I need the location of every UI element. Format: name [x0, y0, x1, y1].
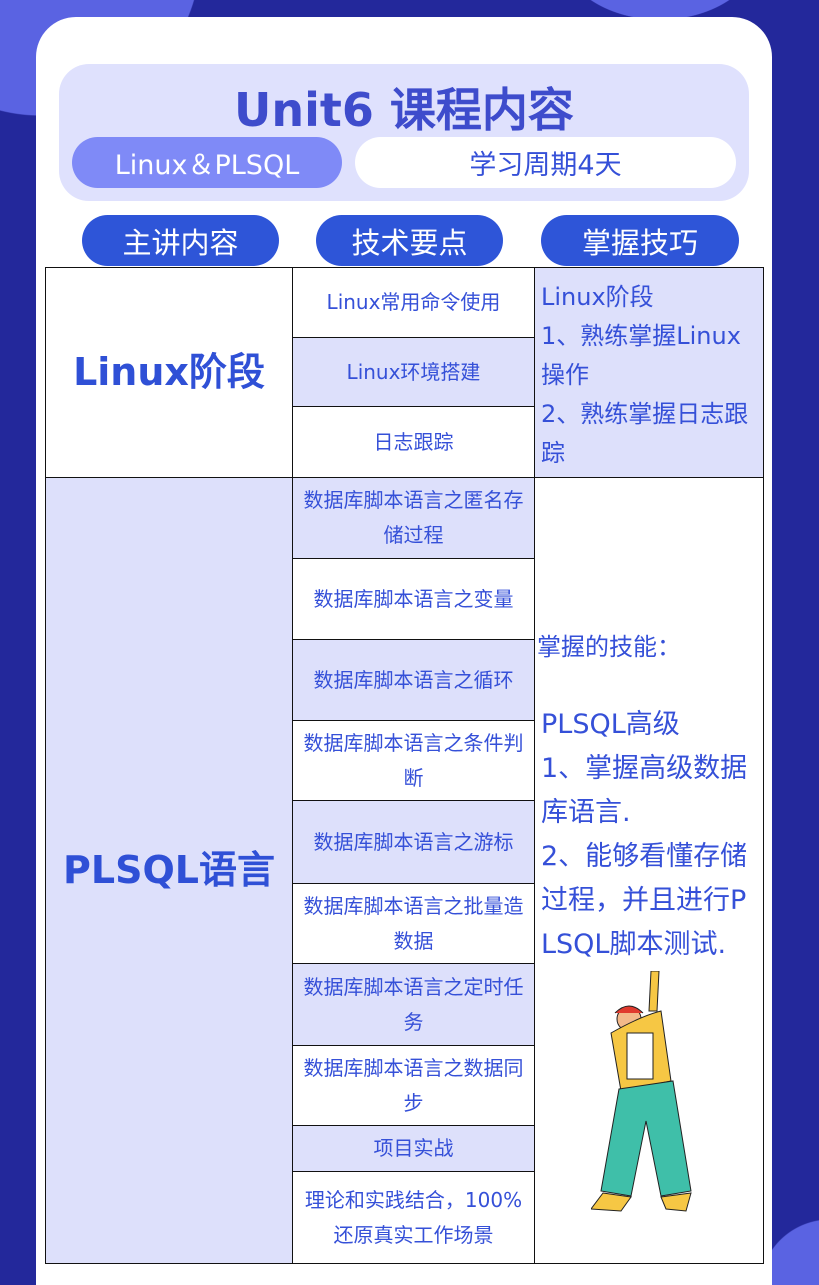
skills-linux: Linux阶段 1、熟练掌握Linux操作 2、熟练掌握日志跟踪 — [534, 267, 764, 478]
column-header-points: 技术要点 — [316, 215, 503, 266]
table-row: 数据库脚本语言之定时任务 — [46, 963, 764, 1046]
point-cell: 数据库脚本语言之批量造数据 — [292, 883, 535, 964]
point-cell: 数据库脚本语言之匿名存储过程 — [292, 477, 535, 559]
point-cell: 项目实战 — [292, 1125, 535, 1172]
column-header-content: 主讲内容 — [82, 215, 279, 266]
point-cell: 数据库脚本语言之条件判断 — [292, 720, 535, 801]
point-cell: 数据库脚本语言之定时任务 — [292, 963, 535, 1046]
table-row: 数据库脚本语言之条件判断 — [46, 720, 764, 801]
table-row: 数据库脚本语言之游标 — [46, 800, 764, 884]
skill-line: 1、熟练掌握Linux操作 — [541, 322, 741, 389]
section-plsql: PLSQL语言 — [45, 477, 293, 1264]
table-row: 项目实战 — [46, 1125, 764, 1172]
point-cell: 理论和实践结合，100%还原真实工作场景 — [292, 1171, 535, 1264]
duration-badge: 学习周期4天 — [355, 137, 736, 188]
table-row: Linux阶段 Linux常用命令使用 Linux阶段 1、熟练掌握Linux操… — [45, 267, 764, 478]
table-row: 日志跟踪 — [46, 406, 764, 478]
table-row: Linux环境搭建 — [46, 337, 764, 407]
person-illustration — [591, 971, 692, 1212]
point-cell: 日志跟踪 — [292, 406, 535, 478]
skill-line: 1、掌握高级数据库语言. — [541, 753, 748, 828]
skill-intro: 掌握的技能： — [537, 633, 681, 661]
table-row: PLSQL语言 数据库脚本语言之匿名存储过程 掌握的技能： PLSQL高级 1、… — [45, 477, 764, 1264]
column-header-skills: 掌握技巧 — [541, 215, 739, 266]
point-cell: 数据库脚本语言之游标 — [292, 800, 535, 884]
point-cell: Linux环境搭建 — [292, 337, 535, 407]
skill-line: 2、熟练掌握日志跟踪 — [541, 400, 749, 467]
point-cell: 数据库脚本语言之变量 — [292, 558, 535, 640]
table-row: 数据库脚本语言之批量造数据 — [46, 883, 764, 964]
table-row: 理论和实践结合，100%还原真实工作场景 — [46, 1171, 764, 1264]
point-cell: 数据库脚本语言之循环 — [292, 639, 535, 721]
skills-plsql: 掌握的技能： PLSQL高级 1、掌握高级数据库语言. 2、能够看懂存储过程，并… — [534, 477, 764, 1264]
header-panel: Unit6 课程内容 Linux＆PLSQL 学习周期4天 — [59, 64, 749, 201]
skill-line: Linux阶段 — [541, 283, 654, 311]
point-cell: Linux常用命令使用 — [292, 267, 535, 338]
point-cell: 数据库脚本语言之数据同步 — [292, 1045, 535, 1126]
skill-line: 2、能够看懂存储过程，并且进行PLSQL脚本测试. — [541, 841, 748, 960]
page-title: Unit6 课程内容 — [234, 83, 574, 137]
subject-badge: Linux＆PLSQL — [72, 137, 342, 188]
section-linux: Linux阶段 — [45, 267, 293, 478]
course-table: Linux阶段 Linux常用命令使用 Linux阶段 1、熟练掌握Linux操… — [45, 267, 764, 1264]
table-row: 数据库脚本语言之循环 — [46, 639, 764, 721]
table-row: 数据库脚本语言之数据同步 — [46, 1045, 764, 1126]
skill-line: PLSQL高级 — [541, 709, 680, 740]
